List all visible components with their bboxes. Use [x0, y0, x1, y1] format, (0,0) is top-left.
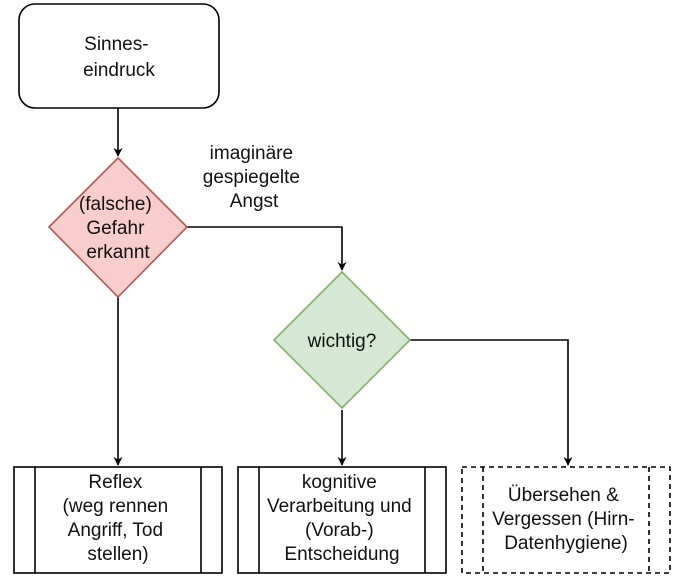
node-uebersehen-shape	[461, 466, 671, 574]
node-reflex-shape	[13, 466, 223, 574]
node-gefahr-line-3: erkannt	[86, 242, 150, 263]
node-kognitive-line-1: kognitive	[302, 472, 377, 493]
node-gefahr-label: (falsche) Gefahr erkannt	[79, 194, 157, 263]
node-kognitive-line-4: Entscheidung	[284, 544, 399, 565]
node-kognitive-label: kognitive Verarbeitung und (Vorab-) Ents…	[267, 472, 417, 565]
node-gefahr: (falsche) Gefahr erkannt	[47, 156, 189, 299]
edge-gefahr-to-wichtig-label: imaginäre gespiegelte Angst	[203, 143, 305, 212]
edge-label-line-2: gespiegelte	[203, 167, 300, 188]
node-reflex-line-1: Reflex	[88, 472, 142, 493]
node-sinneseindruck-line-1: Sinnes-	[84, 34, 148, 55]
node-uebersehen-line-2: Vergessen (Hirn-	[492, 509, 635, 530]
node-reflex-line-4: stellen)	[87, 544, 148, 565]
node-uebersehen-line-1: Übersehen &	[508, 485, 619, 506]
node-sinneseindruck: Sinnes- eindruck	[18, 3, 220, 109]
node-sinneseindruck-line-2: eindruck	[83, 60, 155, 81]
node-uebersehen: Übersehen & Vergessen (Hirn- Datenhygien…	[461, 466, 671, 574]
node-kognitive-line-2: Verarbeitung und	[267, 496, 412, 517]
node-sinneseindruck-label: Sinnes- eindruck	[83, 34, 155, 81]
edge-wichtig-to-uebersehen	[410, 339, 573, 466]
node-wichtig-line-1: wichtig?	[307, 331, 377, 352]
edge-label-line-1: imaginäre	[210, 143, 293, 164]
edges	[113, 108, 573, 466]
node-kognitive-line-3: (Vorab-)	[305, 520, 374, 541]
edge-label-line-3: Angst	[230, 191, 279, 212]
node-reflex: Reflex (weg rennen Angriff, Tod stellen)	[13, 466, 223, 574]
node-reflex-line-3: Angriff, Tod	[68, 520, 163, 541]
node-uebersehen-label: Übersehen & Vergessen (Hirn- Datenhygien…	[492, 485, 640, 554]
node-kognitive: kognitive Verarbeitung und (Vorab-) Ents…	[237, 466, 447, 574]
node-uebersehen-line-3: Datenhygiene)	[504, 533, 628, 554]
edge-gefahr-to-wichtig	[187, 226, 347, 271]
node-wichtig-label: wichtig?	[307, 331, 377, 352]
node-gefahr-shape	[47, 156, 189, 299]
node-reflex-line-2: (weg rennen	[63, 496, 169, 517]
node-gefahr-line-1: (falsche)	[79, 194, 152, 215]
node-reflex-label: Reflex (weg rennen Angriff, Tod stellen)	[63, 472, 174, 565]
node-wichtig-shape	[272, 270, 412, 410]
node-gefahr-line-2: Gefahr	[86, 218, 145, 239]
node-sinneseindruck-shape	[18, 3, 220, 109]
node-wichtig: wichtig?	[272, 270, 412, 410]
node-kognitive-shape	[237, 466, 447, 574]
